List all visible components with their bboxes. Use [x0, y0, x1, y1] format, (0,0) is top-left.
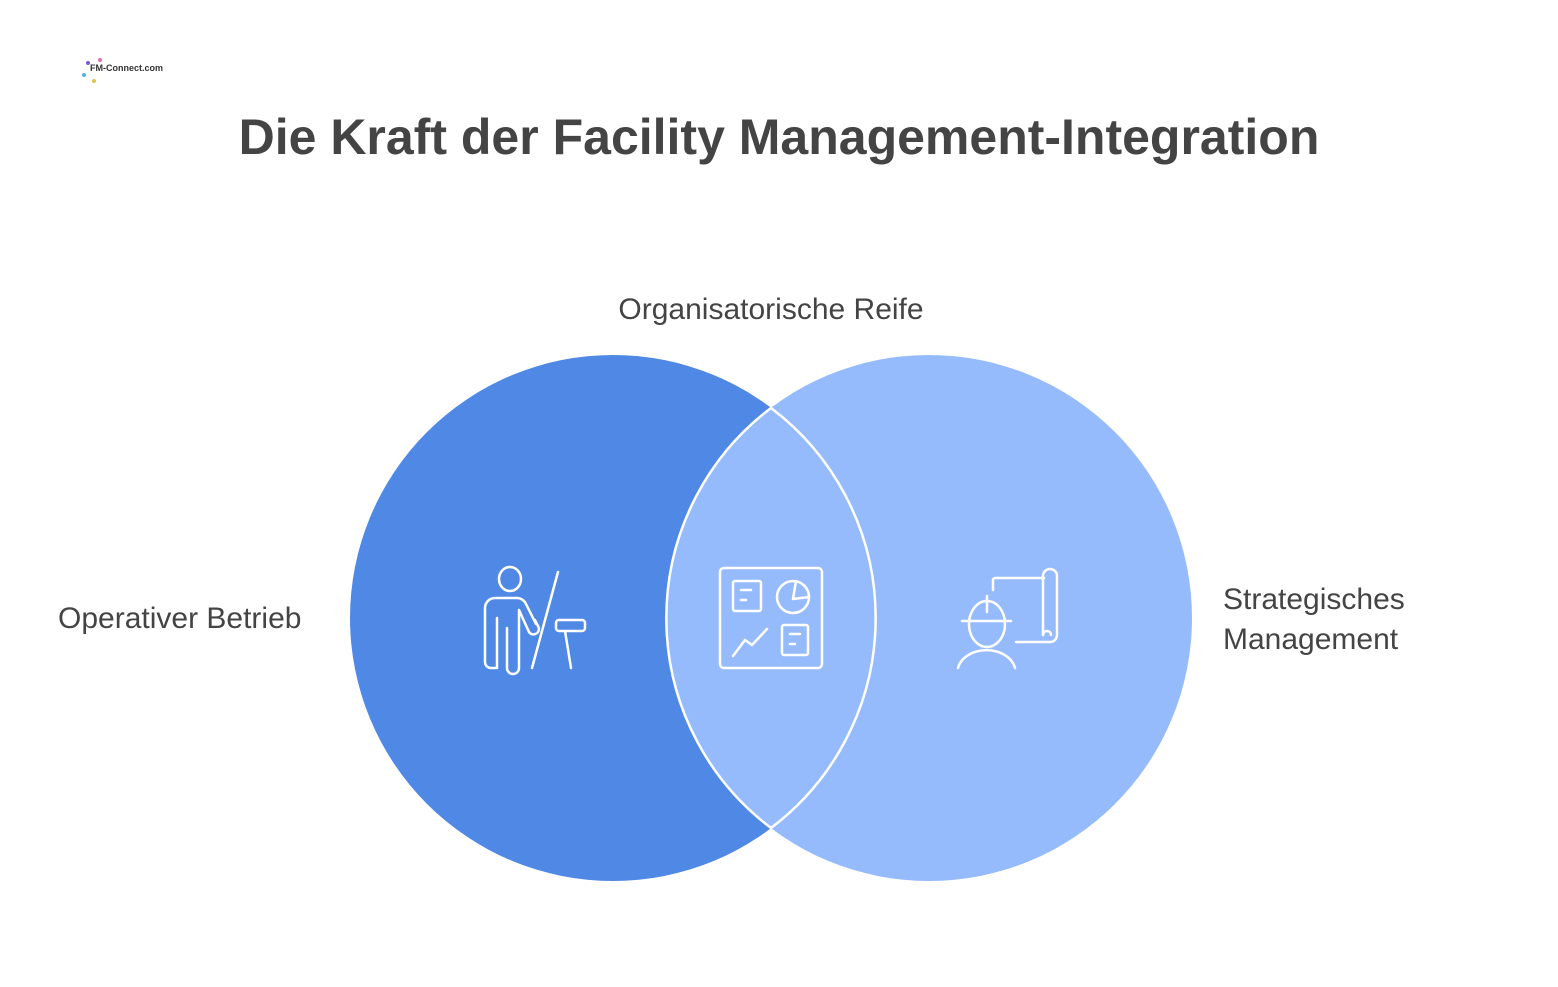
set-label-operativer-betrieb: Operativer Betrieb	[58, 602, 302, 635]
presenter-icon	[483, 565, 587, 676]
logo: FM-Connect.com	[80, 57, 163, 87]
intersection-region	[665, 406, 877, 830]
logo-text: FM-Connect.com	[90, 63, 163, 73]
intersection-label: Organisatorische Reife	[618, 293, 924, 326]
page-title: Die Kraft der Facility Management-Integr…	[238, 109, 1320, 165]
engineer-blueprint-icon	[956, 567, 1059, 670]
set-label-strategisches-management: Strategisches Management	[1223, 583, 1405, 656]
logo-molecule-icon	[82, 58, 102, 83]
dashboard-icon	[718, 566, 824, 670]
